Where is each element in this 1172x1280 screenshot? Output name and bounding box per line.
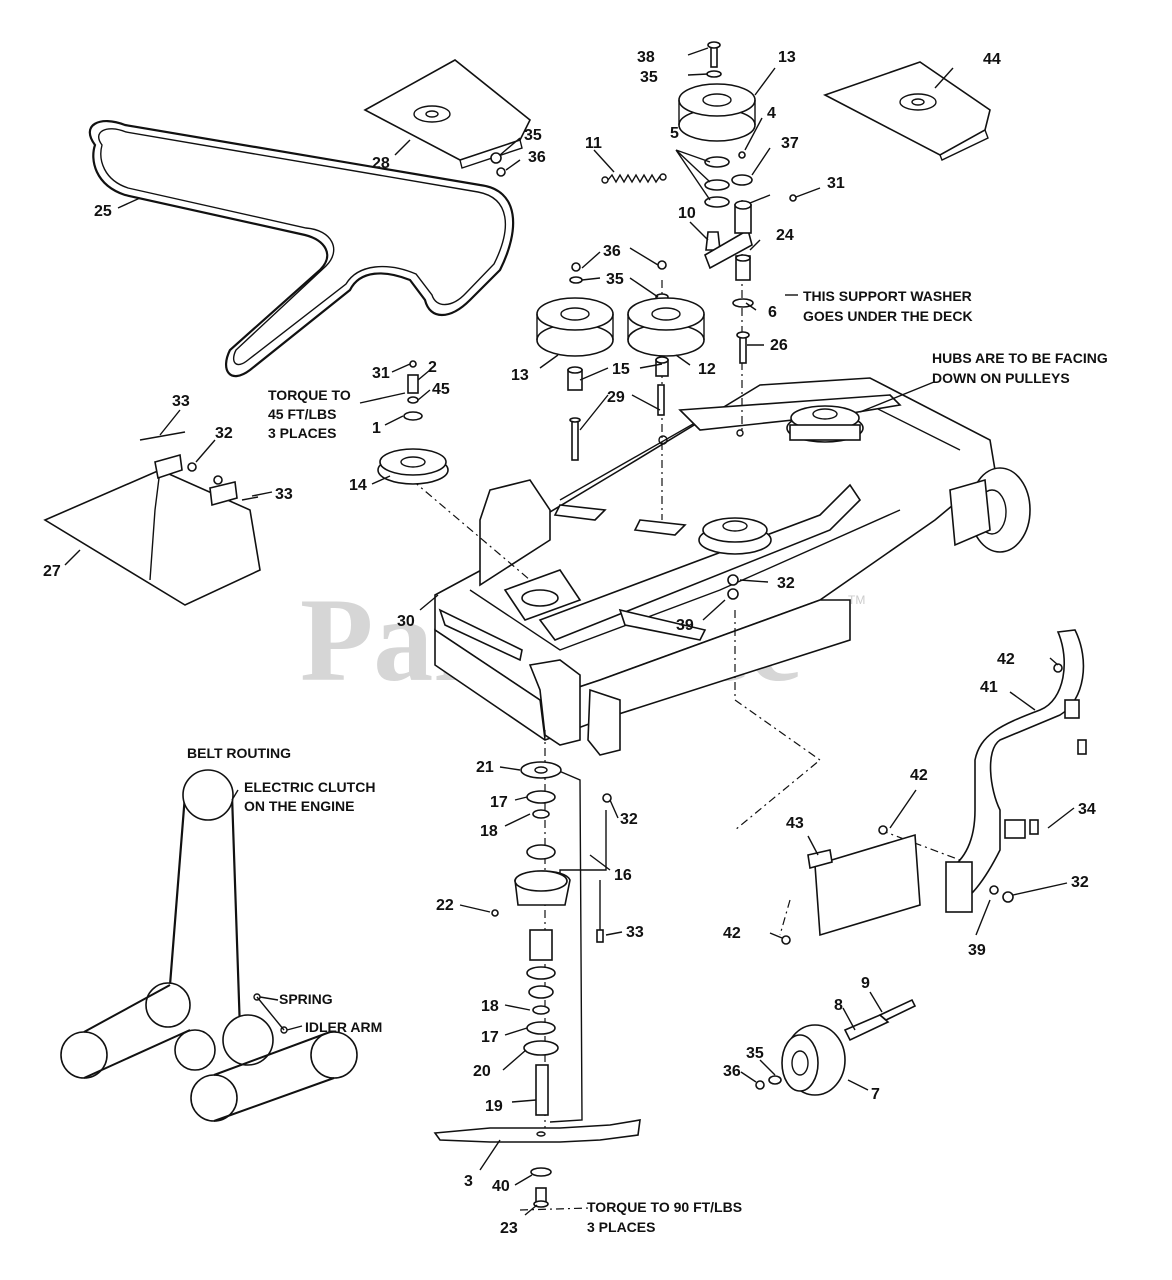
part-label: 22 [436,897,454,914]
part-label: 35 [606,271,624,288]
part-label: 33 [275,486,293,503]
part-label: 9 [861,975,870,992]
part-label: 18 [481,998,499,1015]
part-label: 12 [698,361,716,378]
part-label: 16 [614,867,632,884]
notes: TORQUE TO 45 FT/LBS 3 PLACES THIS SUPPOR… [187,288,1108,1235]
part-label: 2 [428,359,437,376]
note-torque-pulleys-line3: 3 PLACES [268,425,336,441]
part-label: 1 [372,420,381,437]
part-label: 5 [670,125,679,142]
part-label: 11 [585,135,602,152]
part-label: 37 [781,135,799,152]
note-support-washer-line1: THIS SUPPORT WASHER [803,288,972,304]
left-pulley-stack [377,360,449,485]
part-label: 39 [676,617,694,634]
part-label: 45 [432,381,450,398]
part-label: 29 [607,389,625,406]
belt-routing-spring: SPRING [279,991,333,1007]
note-torque-pulleys-line1: TORQUE TO [268,387,351,403]
belt-routing-title: BELT ROUTING [187,745,291,761]
part-label: 30 [397,613,415,630]
part-label: 35 [524,127,542,144]
part-label: 32 [1071,874,1089,891]
discharge-chute [43,431,261,606]
part-label: 39 [968,942,986,959]
belt-routing-clutch-line1: ELECTRIC CLUTCH [244,779,375,795]
part-label: 20 [473,1063,491,1080]
part-label: 27 [43,563,61,580]
note-torque-blade-line1: TORQUE TO 90 FT/LBS [587,1199,742,1215]
idler-pulley-stack [678,41,797,364]
part-label: 35 [746,1045,764,1062]
part-label: 7 [871,1086,880,1103]
part-label: 23 [500,1220,518,1237]
part-label: 19 [485,1098,503,1115]
part-label: 8 [834,997,843,1014]
spring [601,173,667,184]
part-label: 13 [511,367,529,384]
part-label: 38 [637,49,655,66]
part-label: 42 [997,651,1015,668]
part-label: 40 [492,1178,510,1195]
part-label: 3 [464,1173,473,1190]
part-label: 32 [777,575,795,592]
note-torque-pulleys-line2: 45 FT/LBS [268,406,336,422]
part-label: 32 [215,425,233,442]
spindle-assembly [491,761,612,1116]
part-label: 33 [626,924,644,941]
part-label: 41 [980,679,998,696]
part-label: 15 [612,361,630,378]
watermark-trademark: TM [848,593,865,607]
note-support-washer-line2: GOES UNDER THE DECK [803,308,973,324]
note-hubs-line1: HUBS ARE TO BE FACING [932,350,1108,366]
mower-deck [434,377,1031,756]
belt-routing-clutch-line2: ON THE ENGINE [244,798,354,814]
part-labels: 38 35 13 44 4 37 5 11 28 35 36 25 31 10 … [43,49,1096,1237]
part-label: 6 [768,304,777,321]
side-skirt [945,629,1087,913]
part-label: 34 [1078,801,1096,818]
note-hubs-line2: DOWN ON PULLEYS [932,370,1070,386]
mower-blade [433,1119,641,1208]
part-label: 35 [640,69,658,86]
belt-cover-right [822,61,991,161]
part-label: 10 [678,205,696,222]
part-label: 28 [372,155,390,172]
part-label: 42 [723,925,741,942]
note-torque-blade-line2: 3 PLACES [587,1219,655,1235]
part-label: 14 [349,477,367,494]
part-label: 21 [476,759,494,776]
leader-lines [64,47,1075,1216]
part-label: 33 [172,393,190,410]
part-label: 13 [778,49,796,66]
belt-cover-left [363,59,532,177]
part-label: 17 [481,1029,499,1046]
part-label: 18 [480,823,498,840]
part-label: 25 [94,203,112,220]
middle-pulleys [536,260,705,461]
part-label: 24 [776,227,794,244]
part-label: 17 [490,794,508,811]
belt-routing-idler-arm: IDLER ARM [305,1019,382,1035]
part-label: 32 [620,811,638,828]
part-label: 31 [827,175,845,192]
part-label: 43 [786,815,804,832]
belt [88,120,515,378]
gauge-wheel [755,998,917,1096]
deck-plate [781,825,921,945]
part-label: 4 [767,105,776,122]
part-label: 31 [372,365,390,382]
part-label: 36 [603,243,621,260]
part-label: 44 [983,51,1001,68]
part-label: 26 [770,337,788,354]
part-label: 42 [910,767,928,784]
belt-routing-diagram [60,769,358,1122]
part-label: 36 [723,1063,741,1080]
part-label: 36 [528,149,546,166]
